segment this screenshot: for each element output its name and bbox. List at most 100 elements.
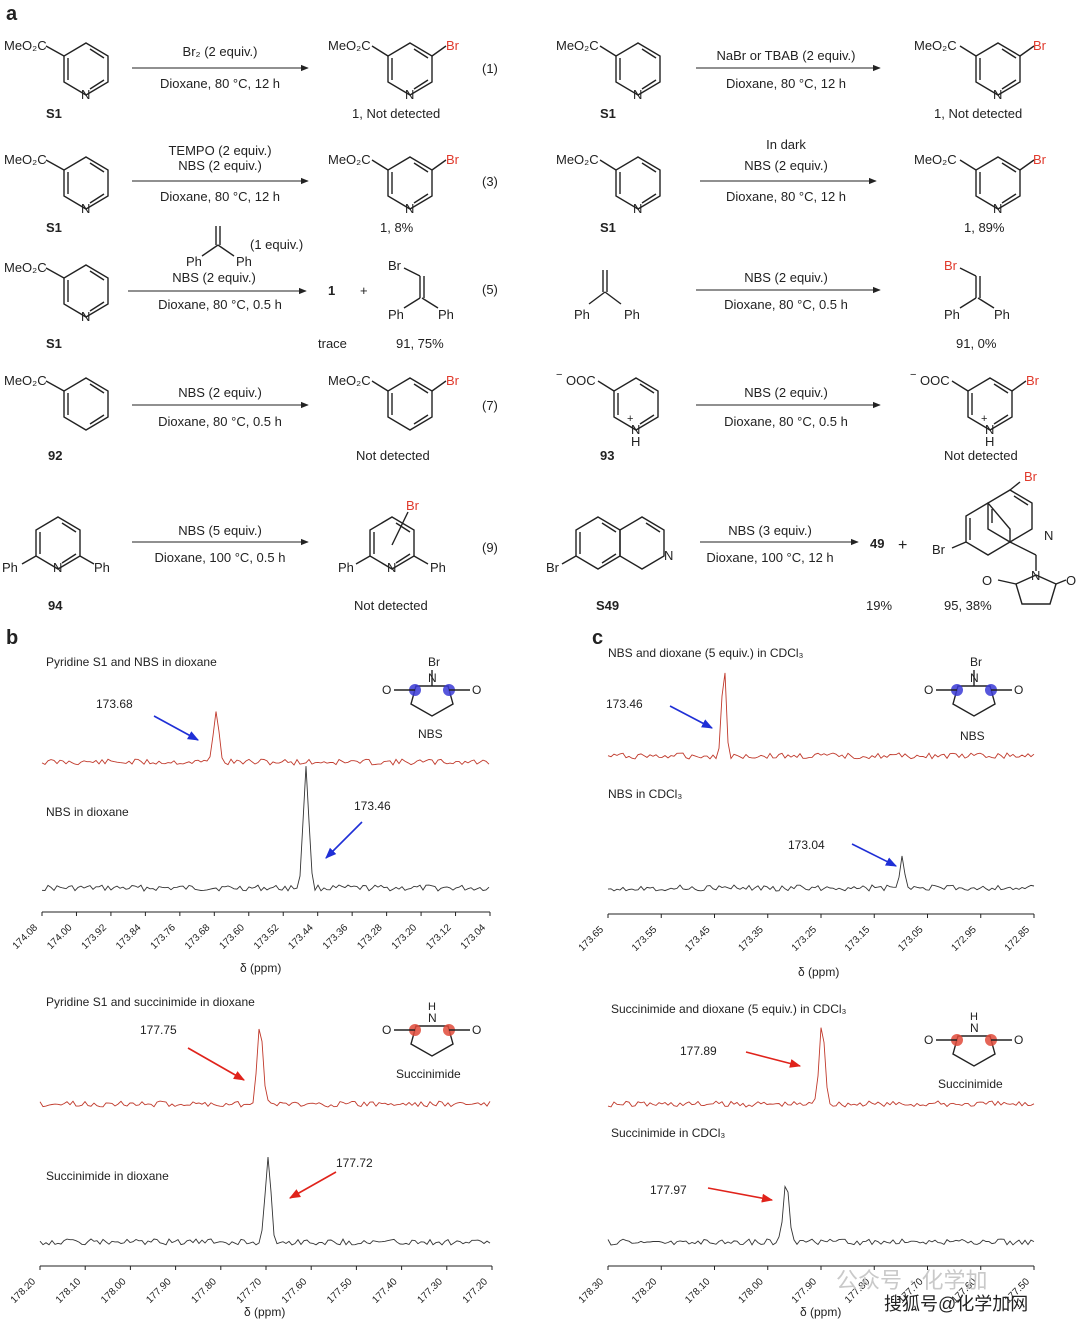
trace-nbs-dioxane — [607, 672, 1035, 760]
x-tick-label: 177.60 — [280, 1276, 310, 1306]
svg-text:N: N — [970, 671, 979, 685]
svg-text:O: O — [1014, 683, 1023, 697]
trace-title: NBS in CDCl₃ — [608, 787, 682, 801]
svg-text:N: N — [993, 201, 1002, 216]
peak-arrow — [325, 821, 363, 859]
svg-text:1, 8%: 1, 8% — [380, 220, 414, 235]
product-ring: N MeO₂C Br — [914, 38, 1047, 102]
svg-text:O: O — [382, 1023, 391, 1037]
svg-text:(5): (5) — [482, 282, 498, 297]
peak-label: 177.97 — [650, 1183, 687, 1197]
product-label: 1, Not detected — [352, 106, 440, 121]
svg-text:(9): (9) — [482, 540, 498, 555]
svg-text:+: + — [898, 537, 907, 554]
x-tick-label: 174.08 — [11, 922, 41, 952]
x-tick-label: 177.90 — [790, 1276, 820, 1306]
svg-text:NBS (3 equiv.): NBS (3 equiv.) — [728, 523, 812, 538]
x-tick-label: 173.25 — [790, 924, 820, 954]
svg-text:N: N — [387, 560, 396, 575]
x-tick-label: 173.12 — [424, 922, 454, 952]
x-tick-label: 173.76 — [149, 922, 179, 952]
svg-text:Br: Br — [970, 655, 982, 669]
x-tick-label: 172.85 — [1003, 924, 1033, 954]
reaction-1: N MeO₂C S1 Br₂ (2 equiv.) Dioxane, 80 °C… — [4, 38, 498, 121]
svg-text:MeO₂C: MeO₂C — [328, 152, 371, 167]
svg-text:Not detected: Not detected — [356, 448, 430, 463]
svg-text:Dioxane, 80 °C, 12 h: Dioxane, 80 °C, 12 h — [726, 76, 846, 91]
svg-text:MeO₂C: MeO₂C — [556, 38, 599, 53]
svg-text:H: H — [970, 1011, 978, 1023]
svg-text:O: O — [472, 683, 481, 697]
structure-label: NBS — [418, 727, 443, 741]
svg-text:N: N — [993, 87, 1002, 102]
svg-text:O: O — [472, 1023, 481, 1037]
trace-succinimide — [39, 1156, 491, 1246]
svg-text:+: + — [360, 283, 368, 298]
svg-text:N: N — [664, 548, 673, 563]
svg-text:Dioxane, 80 °C, 12 h: Dioxane, 80 °C, 12 h — [726, 189, 846, 204]
x-tick-label: 173.55 — [630, 924, 660, 954]
axis-label: δ (ppm) — [240, 961, 281, 975]
svg-text:H: H — [631, 434, 640, 449]
svg-text:NBS (2 equiv.): NBS (2 equiv.) — [172, 270, 256, 285]
reaction-2: N MeO₂C S1 NaBr or TBAB (2 equiv.) Dioxa… — [556, 38, 1047, 121]
x-tick-label: 178.10 — [683, 1276, 713, 1306]
svg-text:O: O — [382, 683, 391, 697]
trace-title: NBS in dioxane — [46, 805, 129, 819]
svg-text:N: N — [428, 671, 437, 685]
axis-label: δ (ppm) — [800, 1305, 841, 1319]
svg-text:−: − — [910, 369, 916, 381]
svg-text:NBS (2 equiv.): NBS (2 equiv.) — [744, 270, 828, 285]
svg-text:(1 equiv.): (1 equiv.) — [250, 237, 303, 252]
x-tick-label: 178.00 — [99, 1276, 129, 1306]
x-tick-label: 177.80 — [190, 1276, 220, 1306]
svg-text:Br: Br — [546, 560, 560, 575]
svg-text:Ph: Ph — [388, 307, 404, 322]
x-tick-label: 173.52 — [252, 922, 282, 952]
svg-text:NBS (2 equiv.): NBS (2 equiv.) — [744, 158, 828, 173]
wechat-watermark: 公众号 · 化学加 — [836, 1268, 988, 1293]
ester-group: MeO₂C — [4, 38, 47, 53]
x-tick-label: 178.30 — [577, 1276, 607, 1306]
svg-text:1: 1 — [328, 283, 335, 298]
svg-text:O: O — [924, 683, 933, 697]
peak-arrow — [851, 843, 898, 867]
svg-text:N: N — [970, 1021, 979, 1035]
svg-text:N: N — [1044, 528, 1053, 543]
svg-text:MeO₂C: MeO₂C — [556, 152, 599, 167]
reaction-5: N MeO₂C S1 Ph Ph (1 equiv.) NBS (2 equiv… — [4, 226, 498, 351]
svg-text:(3): (3) — [482, 174, 498, 189]
svg-text:NBS (2 equiv.): NBS (2 equiv.) — [178, 158, 262, 173]
reaction-4: N MeO₂C S1 In dark NBS (2 equiv.) Dioxan… — [556, 137, 1047, 235]
trace-title: Succinimide and dioxane (5 equiv.) in CD… — [611, 1002, 847, 1016]
svg-text:−: − — [556, 369, 562, 381]
reaction-8: − OOC N H + 93 NBS (2 equiv.) Dioxane, 8… — [556, 369, 1040, 463]
svg-text:MeO₂C: MeO₂C — [914, 38, 957, 53]
svg-text:TEMPO (2 equiv.): TEMPO (2 equiv.) — [168, 143, 271, 158]
svg-text:Ph: Ph — [236, 254, 252, 269]
x-tick-label: 173.36 — [321, 922, 351, 952]
x-tick-label: 173.60 — [217, 922, 247, 952]
diphenylethylene-reagent: Ph Ph — [186, 226, 252, 269]
svg-text:Ph: Ph — [944, 307, 960, 322]
svg-text:Ph: Ph — [338, 560, 354, 575]
x-tick-label: 177.90 — [144, 1276, 174, 1306]
trace-title: Succinimide in dioxane — [46, 1169, 169, 1183]
svg-text:N: N — [53, 560, 62, 575]
structure-label: Succinimide — [938, 1077, 1003, 1091]
x-tick-label: 173.65 — [577, 924, 607, 954]
reaction-9: N Ph Ph 94 NBS (5 equiv.) Dioxane, 100 °… — [2, 498, 498, 613]
reaction-10: N Br S49 NBS (3 equiv.) Dioxane, 100 °C,… — [546, 469, 1076, 613]
svg-text:Br: Br — [1033, 152, 1047, 167]
x-tick-label: 173.68 — [183, 922, 213, 952]
svg-text:19%: 19% — [866, 598, 892, 613]
svg-text:MeO₂C: MeO₂C — [328, 38, 371, 53]
reaction-6: Ph Ph NBS (2 equiv.) Dioxane, 80 °C, 0.5… — [574, 258, 1010, 351]
svg-text:91, 75%: 91, 75% — [396, 336, 444, 351]
product-95: N Br Br N O O — [932, 469, 1076, 605]
x-tick-label: 173.35 — [736, 924, 766, 954]
x-tick-label: 174.00 — [45, 922, 75, 952]
isoquinoline-s49: N Br — [546, 516, 673, 575]
